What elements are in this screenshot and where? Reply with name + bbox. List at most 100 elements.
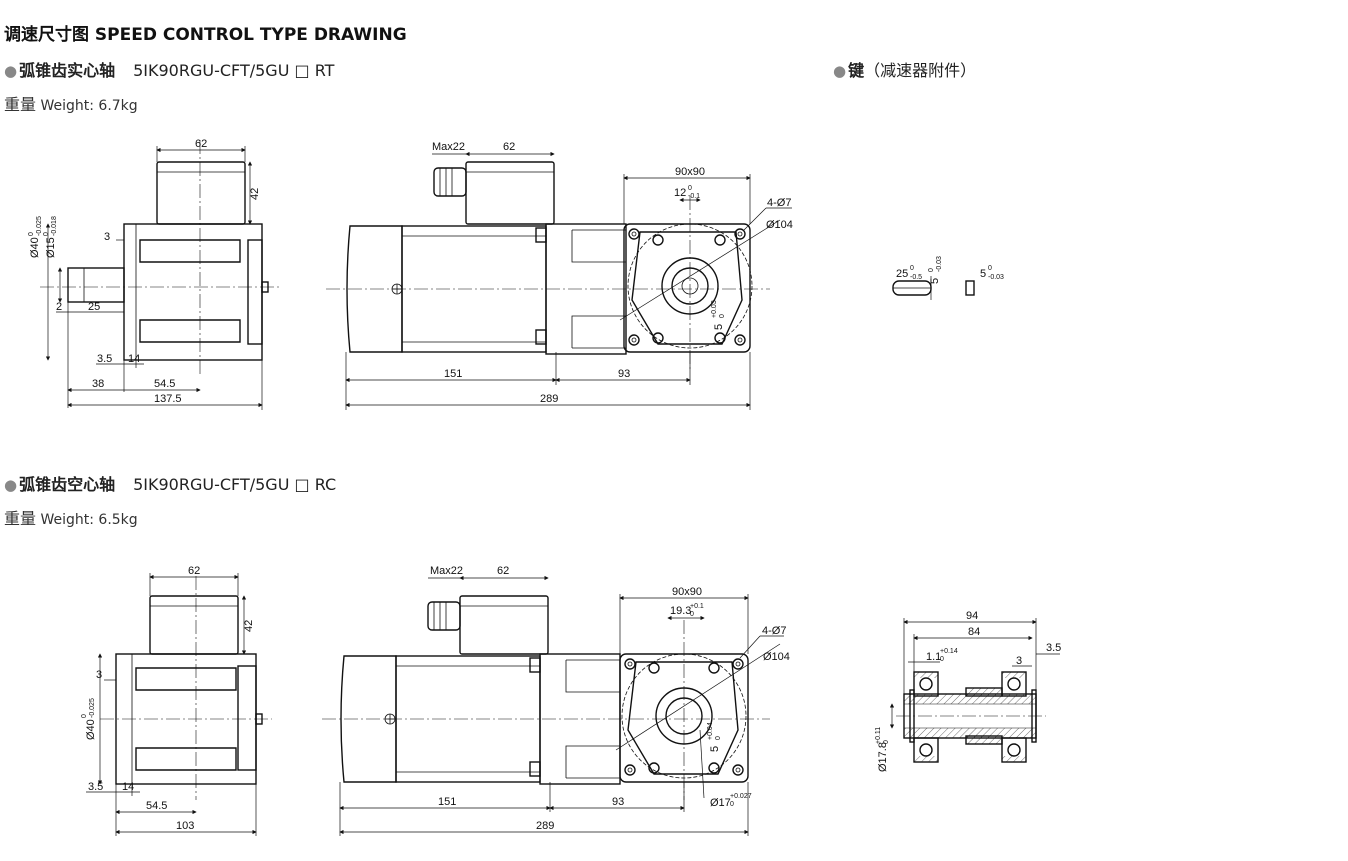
- dim-phi40-tol-top: 0: [28, 232, 35, 236]
- dim-19-3: 19.3: [670, 605, 691, 617]
- key-h-tol-bot: -0.03: [936, 256, 943, 272]
- dim-phi17: Ø17: [710, 797, 731, 809]
- bearing-left-top: [913, 671, 939, 697]
- dim-key5: 5: [713, 324, 725, 330]
- dim-max22: Max22: [432, 141, 465, 153]
- key-len-tol-bot: -0.5: [910, 274, 922, 281]
- dim-151: 151: [444, 368, 462, 380]
- dim-289: 289: [540, 393, 558, 405]
- dim-key5-tol-top: +0.03: [711, 300, 718, 318]
- dim-90x90: 90x90: [675, 166, 705, 178]
- key-w-tol-bot: -0.03: [988, 274, 1004, 281]
- dim-93: 93: [618, 368, 630, 380]
- dim-phi40-tol-bot: -0.025: [89, 698, 96, 718]
- bullet-icon: ●: [4, 476, 18, 494]
- key-len: 25: [896, 268, 908, 280]
- weight-value: Weight: 6.7kg: [40, 98, 138, 114]
- key-section-note: （减速器附件）: [864, 61, 977, 80]
- weight-value: Weight: 6.5kg: [40, 512, 138, 528]
- section-1-heading: ●弧锥齿实心轴 5IK90RGU-CFT/5GU □ RT: [4, 57, 334, 81]
- dim-151: 151: [438, 796, 456, 808]
- section-2-heading: ●弧锥齿空心轴 5IK90RGU-CFT/5GU □ RC: [4, 471, 336, 495]
- dim-1-1-tol-bot: 0: [940, 656, 944, 663]
- weight-label: 重量: [4, 509, 37, 528]
- side-view-solid-shaft: 62 42 Ø40 0 -0.025 Ø15 0 -0.018 3 2 25 3…: [28, 138, 280, 410]
- section-1-weight: 重量 Weight: 6.7kg: [4, 91, 138, 115]
- dim-phi40-tol-top: 0: [81, 714, 88, 718]
- key-section-name: 键: [848, 61, 865, 80]
- bearing-left-bottom: [913, 737, 939, 763]
- key-len-tol-top: 0: [910, 265, 914, 272]
- dim-54-5: 54.5: [146, 800, 167, 812]
- dim-3: 3: [96, 669, 102, 681]
- key-drawing: 25 0 -0.5 5 0 -0.03 5 0 -0.03: [892, 256, 1004, 300]
- dim-4-holes: 4-Ø7: [762, 625, 786, 637]
- dim-phi17-8: Ø17.8: [877, 742, 889, 772]
- key-h-tol-top: 0: [928, 268, 935, 272]
- dim-137-5: 137.5: [154, 393, 182, 405]
- dim-max22: Max22: [430, 565, 463, 577]
- section-2-name: 弧锥齿空心轴: [19, 475, 116, 494]
- dim-62: 62: [188, 565, 200, 577]
- dim-25: 25: [88, 301, 100, 313]
- dim-12-tol-top: 0: [688, 185, 692, 192]
- dim-pcd104: Ø104: [766, 219, 793, 231]
- key-h: 5: [929, 278, 941, 284]
- dim-4-holes: 4-Ø7: [767, 197, 791, 209]
- dim-top-62: 62: [503, 141, 515, 153]
- dim-90x90: 90x90: [672, 586, 702, 598]
- dim-12-tol-bot: -0.1: [688, 193, 700, 200]
- dim-12: 12: [674, 187, 686, 199]
- dim-19-3-tol-top: +0.1: [690, 603, 704, 610]
- dim-103: 103: [176, 820, 194, 832]
- dim-2: 2: [56, 301, 62, 313]
- section-1-model: 5IK90RGU-CFT/5GU □ RT: [133, 61, 335, 80]
- key-section-heading: ●键（减速器附件）: [833, 57, 976, 81]
- dim-phi15-tol-top: 0: [43, 232, 50, 236]
- dim-top-62: 62: [497, 565, 509, 577]
- dim-key5-tol-bot: 0: [719, 314, 726, 318]
- dim-54-5: 54.5: [154, 378, 175, 390]
- dim-1-1-tol-top: +0.14: [940, 648, 958, 655]
- dim-3-5: 3.5: [1046, 642, 1061, 654]
- dim-key5-tol-bot: 0: [715, 736, 722, 740]
- dim-3: 3: [104, 231, 110, 243]
- dim-14: 14: [128, 353, 140, 365]
- dim-289: 289: [536, 820, 554, 832]
- section-1-name: 弧锥齿实心轴: [19, 61, 116, 80]
- front-view-solid-shaft: Max22 62 90x90 12 0 -0.1 4-Ø7 Ø104 5 +0.…: [326, 141, 793, 410]
- dim-phi17-8-tol-bot: 0: [883, 740, 890, 744]
- dim-phi17-8-tol-top: +0.11: [875, 727, 882, 744]
- bullet-icon: ●: [833, 62, 847, 80]
- dim-3-5: 3.5: [88, 781, 103, 793]
- bearing-right-bottom: [1001, 737, 1027, 763]
- key-w: 5: [980, 268, 986, 280]
- dim-phi15-tol-bot: -0.018: [51, 216, 58, 236]
- dim-3: 3: [1016, 655, 1022, 667]
- section-2-model: 5IK90RGU-CFT/5GU □ RC: [133, 475, 337, 494]
- dim-phi17-tol-top: +0.027: [730, 793, 752, 800]
- dim-phi15: Ø15: [45, 237, 57, 258]
- weight-label: 重量: [4, 95, 37, 114]
- dim-94: 94: [966, 610, 978, 622]
- hollow-shaft-section: 94 84 3.5 1.1 +0.14 0 3 Ø17.8 +0.11 0: [875, 610, 1061, 772]
- dim-14: 14: [122, 781, 134, 793]
- front-view-hollow-shaft: Max22 62 90x90 19.3 +0.1 0 4-Ø7 Ø104 5 +…: [322, 565, 790, 836]
- dim-phi40-tol-bot: -0.025: [36, 216, 43, 236]
- dim-93: 93: [612, 796, 624, 808]
- side-view-hollow-shaft: 62 42 3 Ø40 0 -0.025 3.5 14 54.5 103: [81, 565, 272, 836]
- dim-pcd104: Ø104: [763, 651, 790, 663]
- dim-19-3-tol-bot: 0: [690, 611, 694, 618]
- dim-3-5: 3.5: [97, 353, 112, 365]
- dim-phi40: Ø40: [29, 237, 41, 258]
- dim-62: 62: [195, 138, 207, 150]
- bullet-icon: ●: [4, 62, 18, 80]
- page-title: 调速尺寸图 SPEED CONTROL TYPE DRAWING: [4, 25, 407, 45]
- section-2-weight: 重量 Weight: 6.5kg: [4, 505, 138, 529]
- dim-phi17-tol-bot: 0: [730, 801, 734, 808]
- dim-42: 42: [249, 188, 261, 200]
- dim-key5-tol-top: +0.04: [707, 722, 714, 740]
- dim-84: 84: [968, 626, 980, 638]
- bearing-right-top: [1001, 671, 1027, 697]
- dim-key5: 5: [709, 746, 721, 752]
